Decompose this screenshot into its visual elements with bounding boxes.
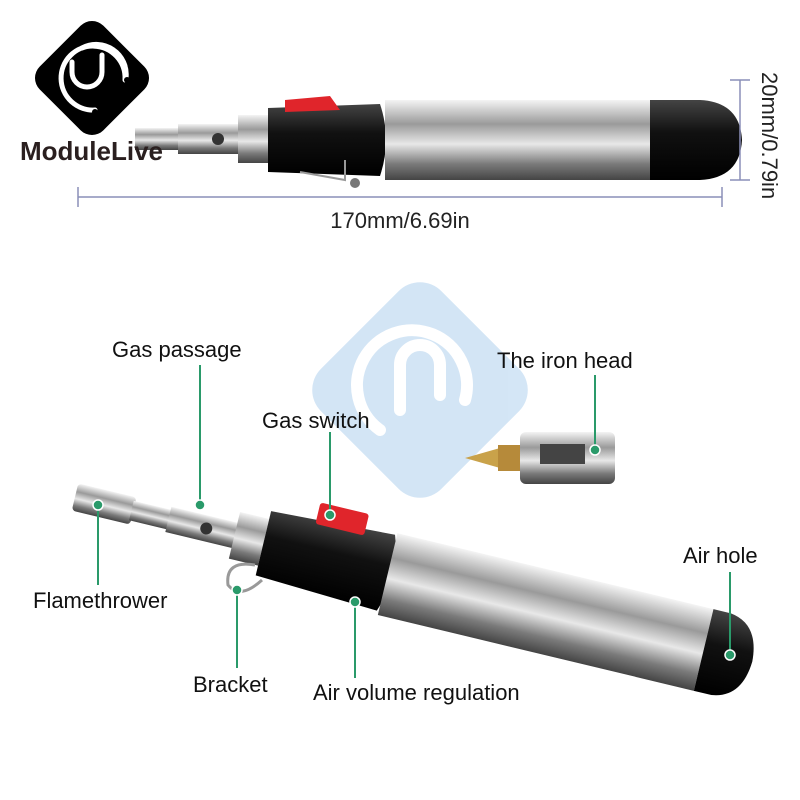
callout-flamethrower: Flamethrower (33, 499, 167, 613)
watermark-logo (312, 282, 528, 498)
svg-text:Air volume regulation: Air volume regulation (313, 680, 520, 705)
dimension-length (77, 187, 723, 207)
svg-text:Flamethrower: Flamethrower (33, 588, 167, 613)
callout-iron-head: The iron head (497, 348, 633, 456)
bracket-wire (226, 562, 264, 593)
diameter-label: 20mm/0.79in (757, 72, 782, 199)
svg-text:Air hole: Air hole (683, 543, 758, 568)
length-label: 170mm/6.69in (330, 208, 469, 233)
callout-bracket: Bracket (193, 584, 268, 697)
callout-air-hole: Air hole (683, 543, 758, 661)
pen-top-view: ModuleLive (20, 96, 742, 188)
iron-head (465, 432, 615, 484)
pen-angled-view (72, 484, 754, 696)
callout-air-volume: Air volume regulation (313, 596, 520, 705)
svg-text:Gas passage: Gas passage (112, 337, 242, 362)
callout-gas-switch: Gas switch (262, 408, 370, 521)
svg-text:Bracket: Bracket (193, 672, 268, 697)
svg-text:Gas switch: Gas switch (262, 408, 370, 433)
dimension-diameter (730, 79, 750, 181)
brand-logo (34, 20, 150, 136)
svg-text:The iron head: The iron head (497, 348, 633, 373)
callout-gas-passage: Gas passage (112, 337, 242, 511)
brand-name: ModuleLive (20, 136, 163, 166)
